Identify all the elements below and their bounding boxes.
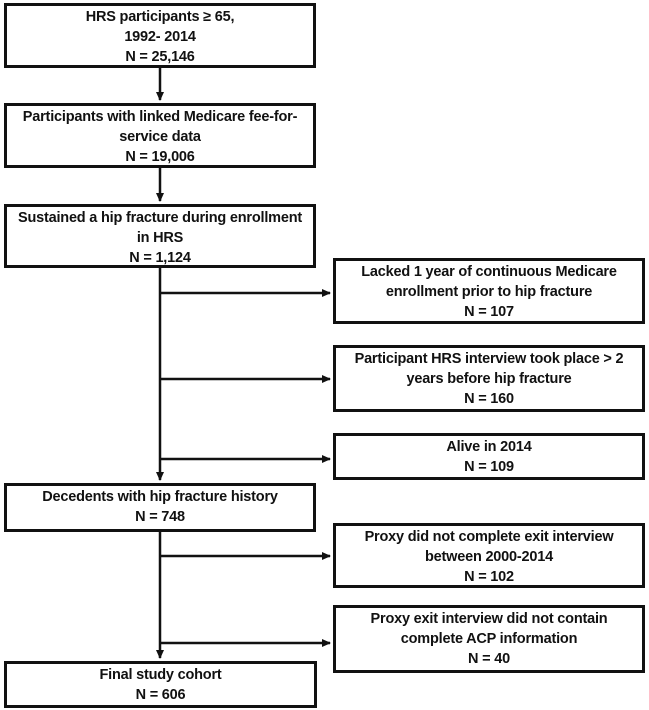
box-text-line: Decedents with hip fracture history: [42, 489, 278, 505]
box-text-line: years before hip fracture: [406, 371, 572, 387]
box-n-value: N = 19,006: [125, 149, 195, 165]
box-text-line: service data: [119, 129, 201, 145]
box-text-line: Proxy exit interview did not contain: [370, 611, 608, 627]
flow-box-final-cohort: Final study cohort N = 606: [4, 661, 317, 708]
flow-box-interview-too-early: Participant HRS interview took place > 2…: [333, 345, 645, 412]
box-text-line: complete ACP information: [400, 631, 578, 647]
box-text-line: Sustained a hip fracture during enrollme…: [17, 210, 303, 226]
box-n-value: N = 109: [464, 459, 514, 475]
flow-box-incomplete-acp-information: Proxy exit interview did not contain com…: [333, 605, 645, 673]
box-n-value: N = 606: [135, 687, 186, 703]
box-n-value: N = 40: [468, 651, 510, 667]
flow-box-lacked-continuous-enrollment: Lacked 1 year of continuous Medicare enr…: [333, 258, 645, 324]
box-text-line: Proxy did not complete exit interview: [364, 529, 614, 545]
box-n-value: N = 25,146: [125, 49, 195, 65]
box-text-line: enrollment prior to hip fracture: [385, 284, 593, 300]
flow-box-alive-in-2014: Alive in 2014 N = 109: [333, 433, 645, 480]
box-n-value: N = 160: [464, 391, 514, 407]
box-text-line: between 2000-2014: [425, 549, 553, 565]
flow-box-medicare-linked: Participants with linked Medicare fee-fo…: [4, 103, 316, 168]
box-text-line: Final study cohort: [99, 667, 222, 683]
flow-box-hip-fracture-during-enrollment: Sustained a hip fracture during enrollme…: [4, 204, 316, 268]
box-text-line: Participant HRS interview took place > 2: [354, 351, 624, 367]
box-text-line: 1992- 2014: [124, 29, 196, 45]
box-n-value: N = 102: [464, 569, 514, 585]
box-n-value: N = 1,124: [129, 250, 191, 266]
box-text-line: Alive in 2014: [446, 439, 532, 455]
box-text-line: in HRS: [136, 230, 184, 246]
box-text-line: HRS participants ≥ 65,: [85, 9, 235, 25]
flow-box-hrs-participants: HRS participants ≥ 65, 1992- 2014 N = 25…: [4, 3, 316, 68]
box-n-value: N = 107: [464, 304, 514, 320]
box-text-line: Participants with linked Medicare fee-fo…: [22, 109, 298, 125]
box-n-value: N = 748: [135, 509, 185, 525]
box-text-line: Lacked 1 year of continuous Medicare: [361, 264, 617, 280]
flow-box-no-proxy-exit-interview: Proxy did not complete exit interview be…: [333, 523, 645, 588]
flow-box-decedents: Decedents with hip fracture history N = …: [4, 483, 316, 532]
